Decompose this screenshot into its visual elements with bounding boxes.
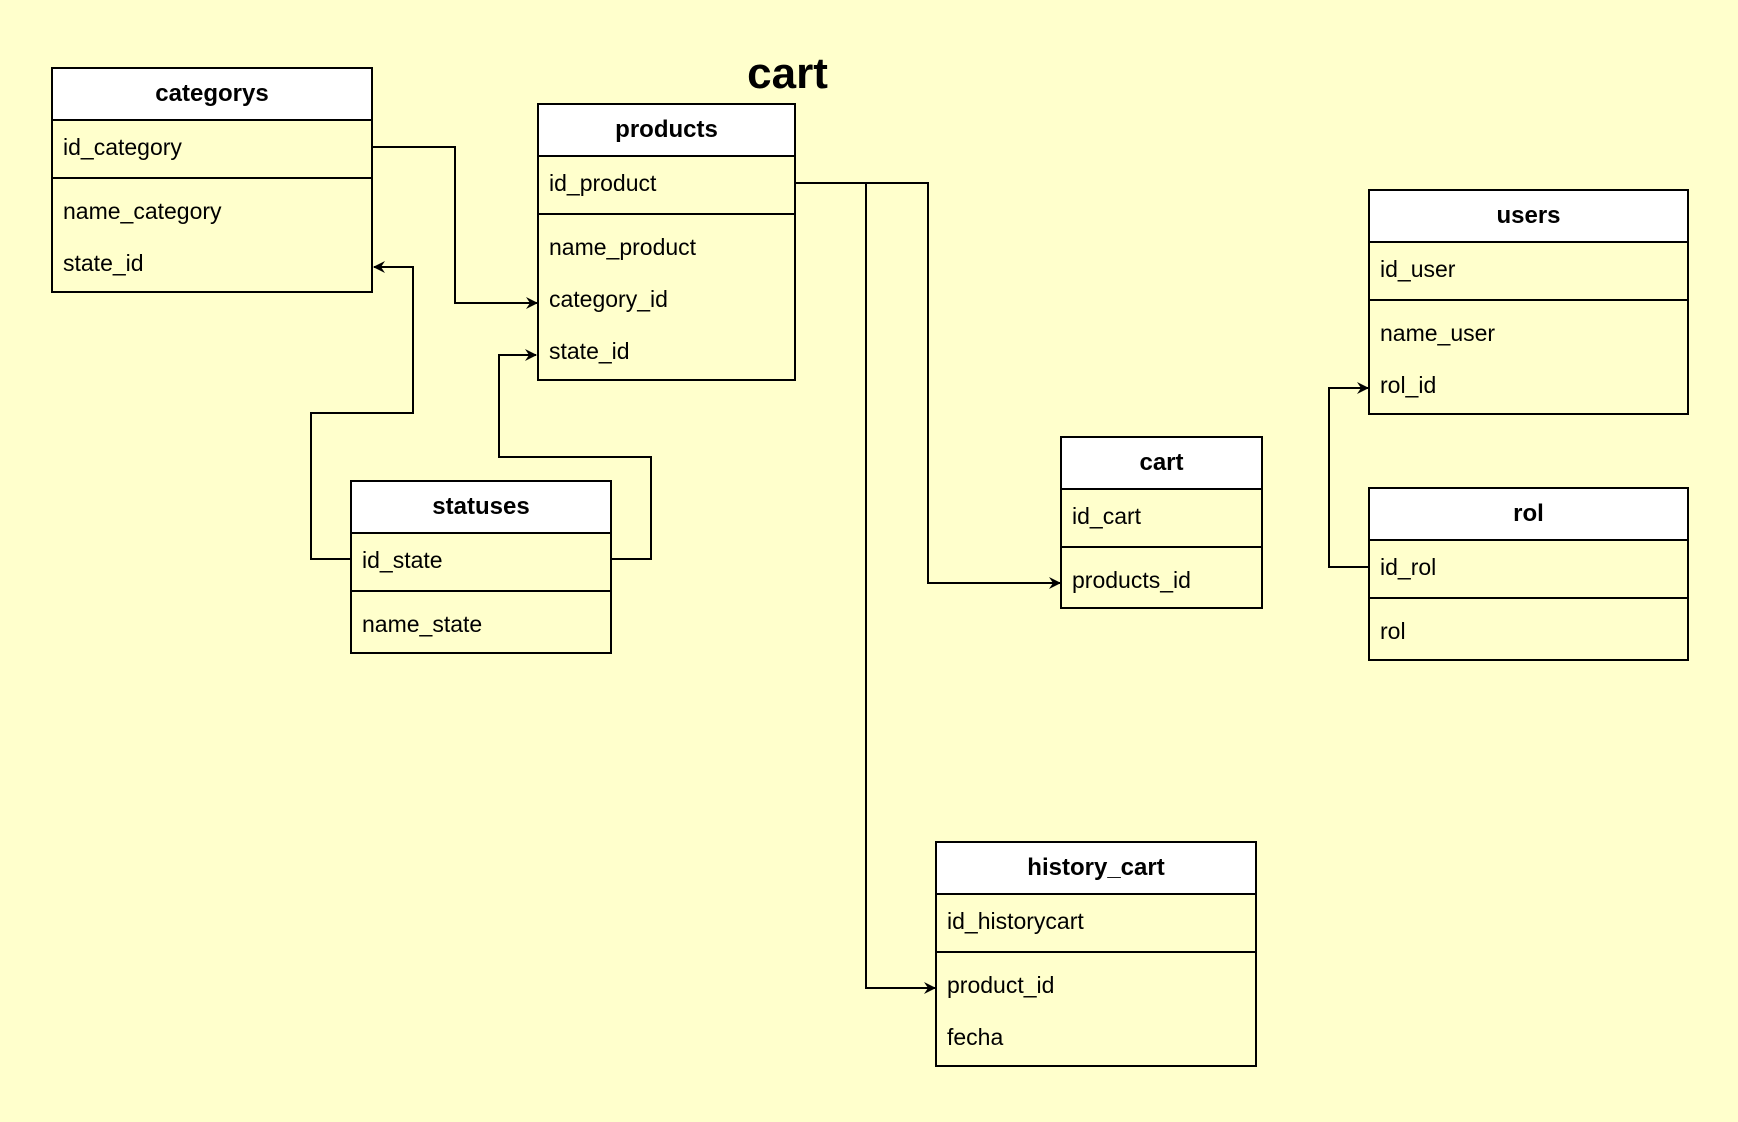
attr-id-category: id_category bbox=[63, 134, 182, 160]
diagram-title: cart bbox=[747, 49, 828, 98]
connector-state-to-product bbox=[498, 349, 652, 560]
attr-state-id: state_id bbox=[549, 338, 630, 364]
attr-id-historycart: id_historycart bbox=[947, 908, 1084, 934]
connector-product-to-history bbox=[865, 183, 936, 994]
entity-header: history_cart bbox=[937, 843, 1255, 895]
attr-name-category: name_category bbox=[63, 198, 222, 224]
entity-history-cart[interactable]: history_cart id_historycart product_id f… bbox=[935, 841, 1257, 1067]
attr-category-id: category_id bbox=[549, 286, 668, 312]
entity-statuses[interactable]: statuses id_state name_state bbox=[350, 480, 612, 654]
connector-state-to-category bbox=[310, 261, 414, 560]
entity-products[interactable]: products id_product name_product categor… bbox=[537, 103, 796, 381]
entity-header: users bbox=[1370, 191, 1687, 243]
attr-id-product: id_product bbox=[549, 170, 657, 196]
attr-rol-id: rol_id bbox=[1380, 372, 1437, 398]
attr-fecha: fecha bbox=[947, 1024, 1004, 1050]
connector-rol-to-user bbox=[1328, 382, 1369, 568]
entity-users[interactable]: users id_user name_user rol_id bbox=[1368, 189, 1689, 415]
entity-cart[interactable]: cart id_cart products_id bbox=[1060, 436, 1263, 609]
connector-product-to-cart bbox=[796, 182, 1061, 589]
entity-header: statuses bbox=[352, 482, 610, 534]
attr-name-state: name_state bbox=[362, 611, 483, 637]
attr-name-product: name_product bbox=[549, 234, 697, 260]
entity-header: categorys bbox=[53, 69, 371, 121]
entity-rol[interactable]: rol id_rol rol bbox=[1368, 487, 1689, 661]
attr-name-user: name_user bbox=[1380, 320, 1496, 346]
attr-id-rol: id_rol bbox=[1380, 554, 1437, 580]
entity-header: products bbox=[539, 105, 794, 157]
attr-id-state: id_state bbox=[362, 547, 443, 573]
connector-category-to-product bbox=[372, 146, 538, 309]
attr-state-id: state_id bbox=[63, 250, 144, 276]
attr-product-id: product_id bbox=[947, 972, 1055, 998]
entity-header: rol bbox=[1370, 489, 1687, 541]
attr-rol: rol bbox=[1380, 618, 1406, 644]
entity-header: cart bbox=[1062, 438, 1261, 490]
attr-id-user: id_user bbox=[1380, 256, 1456, 282]
attr-id-cart: id_cart bbox=[1072, 503, 1142, 529]
attr-products-id: products_id bbox=[1072, 567, 1191, 593]
entity-categorys[interactable]: categorys id_category name_category stat… bbox=[51, 67, 373, 293]
